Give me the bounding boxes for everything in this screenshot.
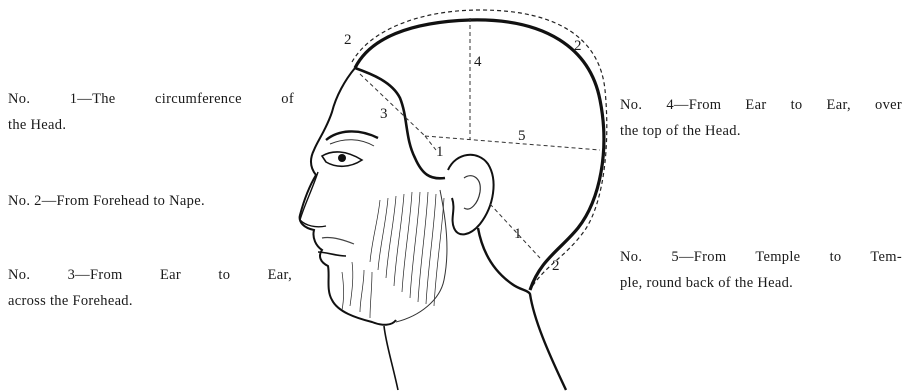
dashed-outline-2	[352, 10, 607, 290]
beard-hatching	[342, 192, 444, 318]
label-4: 4	[474, 54, 482, 70]
hairline	[355, 68, 445, 178]
jawline	[396, 190, 447, 322]
mouth	[318, 252, 346, 256]
label-1-back: 1	[514, 226, 522, 242]
line-5-temple-to-temple	[425, 136, 600, 150]
eyebrow-shade	[330, 140, 374, 146]
label-1-front: 1	[436, 144, 444, 160]
neck-front	[384, 326, 398, 390]
label-2-top-right: 2	[574, 38, 582, 54]
moustache	[322, 237, 354, 244]
label-2-top-left: 2	[344, 32, 352, 48]
ear	[448, 155, 494, 235]
eye-pupil	[338, 154, 346, 162]
label-3: 3	[380, 106, 388, 122]
label-2-bottom: 2	[552, 258, 560, 274]
label-5: 5	[518, 128, 526, 144]
line-1-front	[425, 136, 436, 150]
line-3-forehead	[360, 74, 425, 136]
ear-inner	[464, 176, 480, 209]
eyebrow	[326, 131, 378, 140]
